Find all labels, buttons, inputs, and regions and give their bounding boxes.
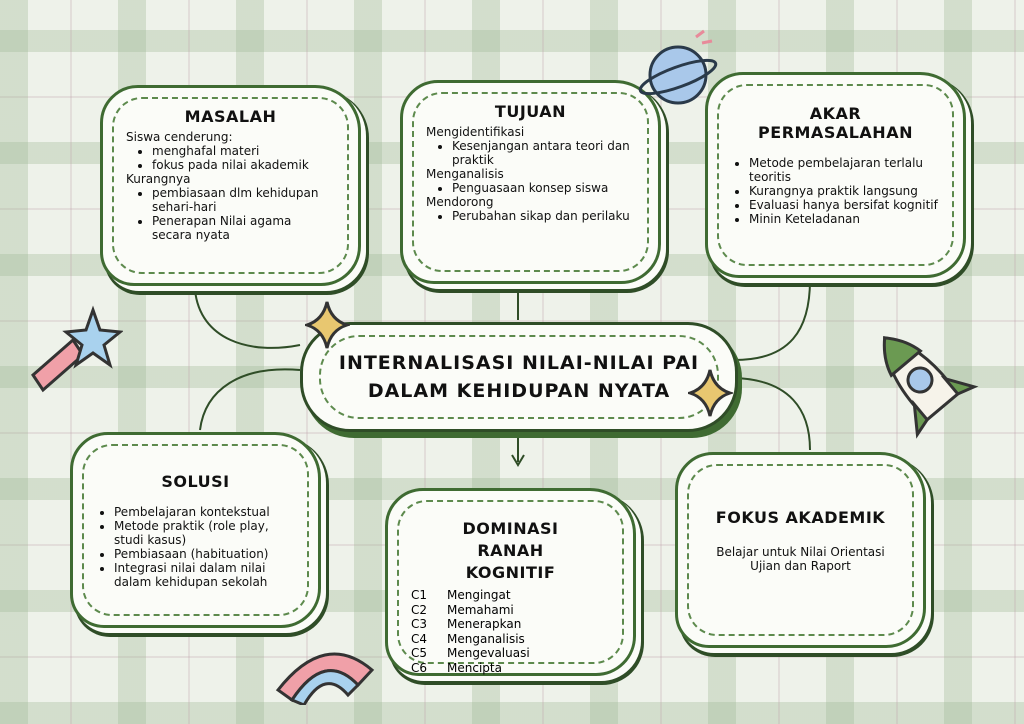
rocket-icon: [882, 336, 979, 439]
tujuan-card: TUJUAN Mengidentifikasi Kesenjangan anta…: [400, 80, 661, 284]
solusi-title: SOLUSI: [161, 472, 230, 491]
list-item: Kesenjangan antara teori dan praktik: [452, 139, 635, 167]
tujuan-title: TUJUAN: [494, 102, 567, 121]
central-title-line1: INTERNALISASI NILAI-NILAI PAI: [338, 352, 700, 374]
list-item: Penguasaan konsep siswa: [452, 181, 635, 195]
fokus-card: FOKUS AKADEMIK Belajar untuk Nilai Orien…: [675, 452, 926, 648]
list-item: Metode pembelajaran terlalu teoritis: [749, 156, 940, 184]
shooting-star-icon: [31, 305, 123, 393]
list-item: Perubahan sikap dan perilaku: [452, 209, 635, 223]
list-item: Pembiasaan (habituation): [114, 547, 295, 561]
connector-solusi: [199, 368, 301, 431]
akar-card: AKAR PERMASALAHAN Metode pembelajaran te…: [705, 72, 966, 278]
sparkle-icon: [688, 369, 733, 417]
list-item: menghafal materi: [152, 144, 335, 158]
masalah-title: MASALAH: [184, 107, 277, 126]
central-topic: INTERNALISASI NILAI-NILAI PAI DALAM KEHI…: [300, 322, 738, 432]
tujuan-heading: Mendorong: [426, 195, 494, 209]
connector-fokus: [734, 377, 811, 451]
fokus-title: FOKUS AKADEMIK: [715, 508, 886, 527]
list-item: Kurangnya praktik langsung: [749, 184, 940, 198]
tujuan-heading: Mengidentifikasi: [426, 125, 525, 139]
masalah-card: MASALAH Siswa cenderung: menghafal mater…: [100, 85, 361, 286]
masalah-intro2: Kurangnya: [126, 172, 191, 186]
list-item: Pembelajaran kontekstual: [114, 505, 295, 519]
list-item: Minin Keteladanan: [749, 212, 940, 226]
masalah-intro: Siswa cenderung:: [126, 130, 233, 144]
list-item: fokus pada nilai akademik: [152, 158, 335, 172]
akar-title: AKAR PERMASALAHAN: [758, 104, 913, 142]
fokus-text: Belajar untuk Nilai Orientasi Ujian dan …: [716, 545, 885, 573]
list-item: Metode praktik (role play, studi kasus): [114, 519, 295, 547]
tujuan-heading: Menganalisis: [426, 167, 504, 181]
dominasi-title: DOMINASI RANAH KOGNITIF: [462, 519, 559, 582]
list-item: Integrasi nilai dalam nilai dalam kehidu…: [114, 561, 295, 589]
planet-icon: [638, 29, 718, 105]
solusi-card: SOLUSI Pembelajaran kontekstual Metode p…: [70, 432, 321, 628]
rainbow-icon: [275, 652, 375, 705]
connector-masalah: [194, 289, 301, 349]
list-item: pembiasaan dlm kehidupan sehari-hari: [152, 186, 335, 214]
list-item: Evaluasi hanya bersifat kognitif: [749, 198, 940, 212]
connector-akar: [734, 279, 811, 361]
list-item: Penerapan Nilai agama secara nyata: [152, 214, 335, 242]
central-title-line2: DALAM KEHIDUPAN NYATA: [367, 380, 671, 402]
sparkle-icon: [305, 301, 350, 349]
